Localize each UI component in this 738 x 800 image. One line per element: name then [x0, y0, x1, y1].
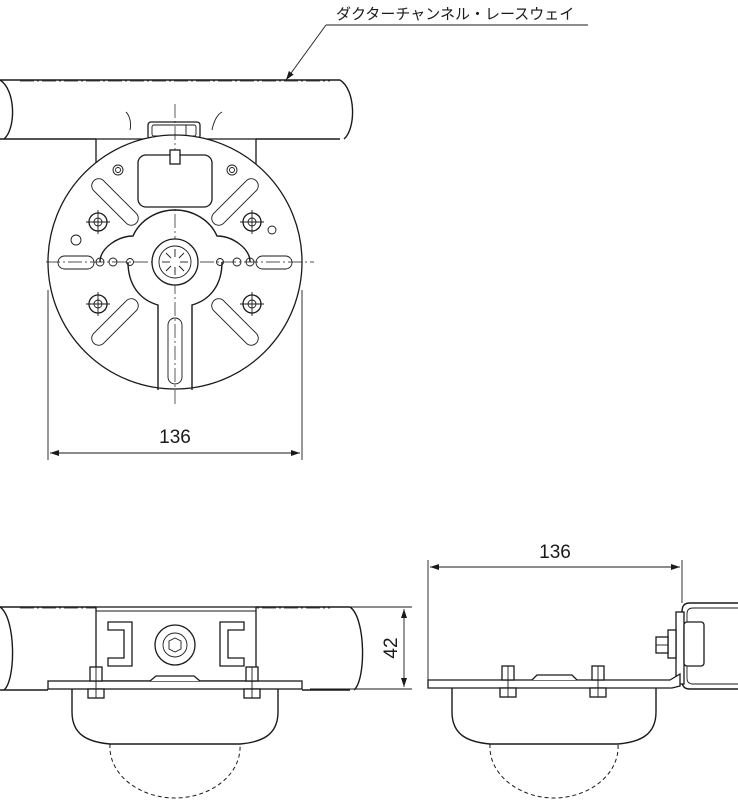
- side-stud-left: [499, 665, 517, 698]
- top-screw-ur: [240, 210, 264, 234]
- front-dome: [71, 689, 279, 799]
- callout-leader: [285, 24, 327, 81]
- side-view: 136: [427, 542, 738, 799]
- raceway-callout: ダクターチャンネル・レースウェイ: [285, 5, 588, 81]
- front-height-dimension: 42: [310, 606, 412, 690]
- front-stud-right: [243, 666, 261, 699]
- top-screw-ll: [86, 292, 110, 316]
- front-base-plate: [47, 666, 303, 699]
- raceway-callout-label: ダクターチャンネル・レースウェイ: [336, 5, 574, 23]
- top-base-plate: [46, 104, 314, 405]
- side-width-dimension: 136: [427, 542, 683, 680]
- side-base-plate: [427, 665, 681, 698]
- front-bracket: [95, 606, 257, 682]
- top-view: 136: [0, 79, 354, 460]
- side-stud-right: [589, 665, 607, 698]
- side-width-value: 136: [539, 542, 571, 563]
- side-dome: [451, 688, 657, 799]
- front-view: 42: [0, 606, 412, 799]
- front-height-value: 42: [381, 637, 402, 658]
- top-screw-lr: [240, 292, 264, 316]
- top-screw-ul: [86, 210, 110, 234]
- front-raceway-channel: [0, 606, 364, 691]
- top-width-value: 136: [159, 427, 191, 448]
- top-raceway-channel: [0, 79, 354, 140]
- top-width-dimension: 136: [47, 290, 303, 460]
- front-stud-left: [87, 666, 105, 699]
- side-bracket: [655, 611, 705, 685]
